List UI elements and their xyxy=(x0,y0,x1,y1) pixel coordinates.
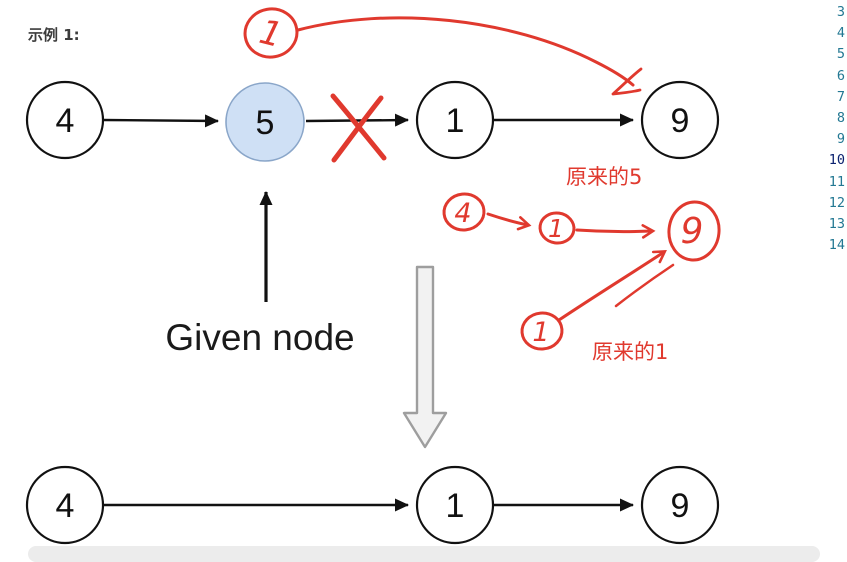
line-number-12[interactable]: 12 xyxy=(828,194,845,211)
line-number-7[interactable]: 7 xyxy=(836,88,845,105)
handwritten-curve-to-9 xyxy=(296,16,635,87)
example-label: 示例 1: xyxy=(28,26,80,44)
node-label-4-bottom: 4 xyxy=(56,487,75,525)
sketch-arrow-1-9 xyxy=(575,224,656,239)
line-number-13[interactable]: 13 xyxy=(828,215,845,232)
node-circle-4-bottom xyxy=(25,465,105,545)
sketch-circle-1b xyxy=(520,311,564,351)
line-number-5[interactable]: 5 xyxy=(836,46,845,63)
given-node-label: Given node xyxy=(165,317,354,358)
diagram-svg: 示例 1: 4 5 1 9 Given node xyxy=(25,7,820,562)
sketch-arrow-1b-9-second-stroke xyxy=(614,263,675,308)
line-number-4[interactable]: 4 xyxy=(836,25,845,42)
sketch-circle-4 xyxy=(442,192,486,232)
node-label-4: 4 xyxy=(56,102,75,140)
line-number-11[interactable]: 11 xyxy=(828,173,845,190)
node-label-9: 9 xyxy=(671,102,690,140)
sketch-circle-1 xyxy=(538,211,576,245)
sketch-arrow-4-1 xyxy=(486,212,532,231)
node-circle-1 xyxy=(415,80,495,160)
editor-gutter: 3 4 5 6 7 8 9 10 11 12 13 14 xyxy=(820,0,847,257)
problem-diagram-pane: 示例 1: 4 5 1 9 Given node xyxy=(25,7,820,562)
sketch-digit-1: 1 xyxy=(548,214,564,243)
given-node-pointer: Given node xyxy=(165,191,355,358)
image-bottom-strip xyxy=(28,546,820,562)
node-circle-9-bottom xyxy=(640,465,720,545)
node-circle-5-highlighted xyxy=(225,82,305,162)
node-label-5: 5 xyxy=(256,104,275,142)
line-number-9[interactable]: 9 xyxy=(836,131,845,148)
line-number-14[interactable]: 14 xyxy=(828,237,845,254)
node-circle-9 xyxy=(640,80,720,160)
handwritten-circle-top xyxy=(243,7,299,59)
red-annotations: 1 原来的5 4 1 9 xyxy=(243,7,721,364)
handwritten-digit-top: 1 xyxy=(255,12,286,56)
line-number-3[interactable]: 3 xyxy=(836,4,845,20)
node-label-1-bottom: 1 xyxy=(446,487,465,525)
note-original-5: 原来的5 xyxy=(566,165,642,189)
linked-list-top: 4 5 1 9 xyxy=(25,80,720,162)
sketch-circle-9 xyxy=(667,200,721,262)
line-number-8[interactable]: 8 xyxy=(836,109,845,126)
sketch-digit-1b: 1 xyxy=(532,317,549,348)
node-circle-1-bottom xyxy=(415,465,495,545)
edge-5-1 xyxy=(305,113,409,127)
line-number-6[interactable]: 6 xyxy=(836,67,845,84)
handwritten-curve-hook xyxy=(611,67,643,96)
node-label-9-bottom: 9 xyxy=(671,487,690,525)
sketch-digit-4: 4 xyxy=(454,198,471,229)
node-circle-4 xyxy=(25,80,105,160)
sketch-digit-9: 9 xyxy=(681,211,704,252)
red-x-icon xyxy=(330,93,387,163)
linked-list-bottom: 4 1 9 xyxy=(25,465,720,545)
note-original-1: 原来的1 xyxy=(592,340,668,364)
sketch-arrow-1b-9 xyxy=(557,250,667,322)
node-label-1: 1 xyxy=(446,102,465,140)
edge-4-5 xyxy=(102,114,219,128)
transform-down-arrow-icon xyxy=(402,265,448,449)
line-number-10-active[interactable]: 10 xyxy=(828,152,845,169)
